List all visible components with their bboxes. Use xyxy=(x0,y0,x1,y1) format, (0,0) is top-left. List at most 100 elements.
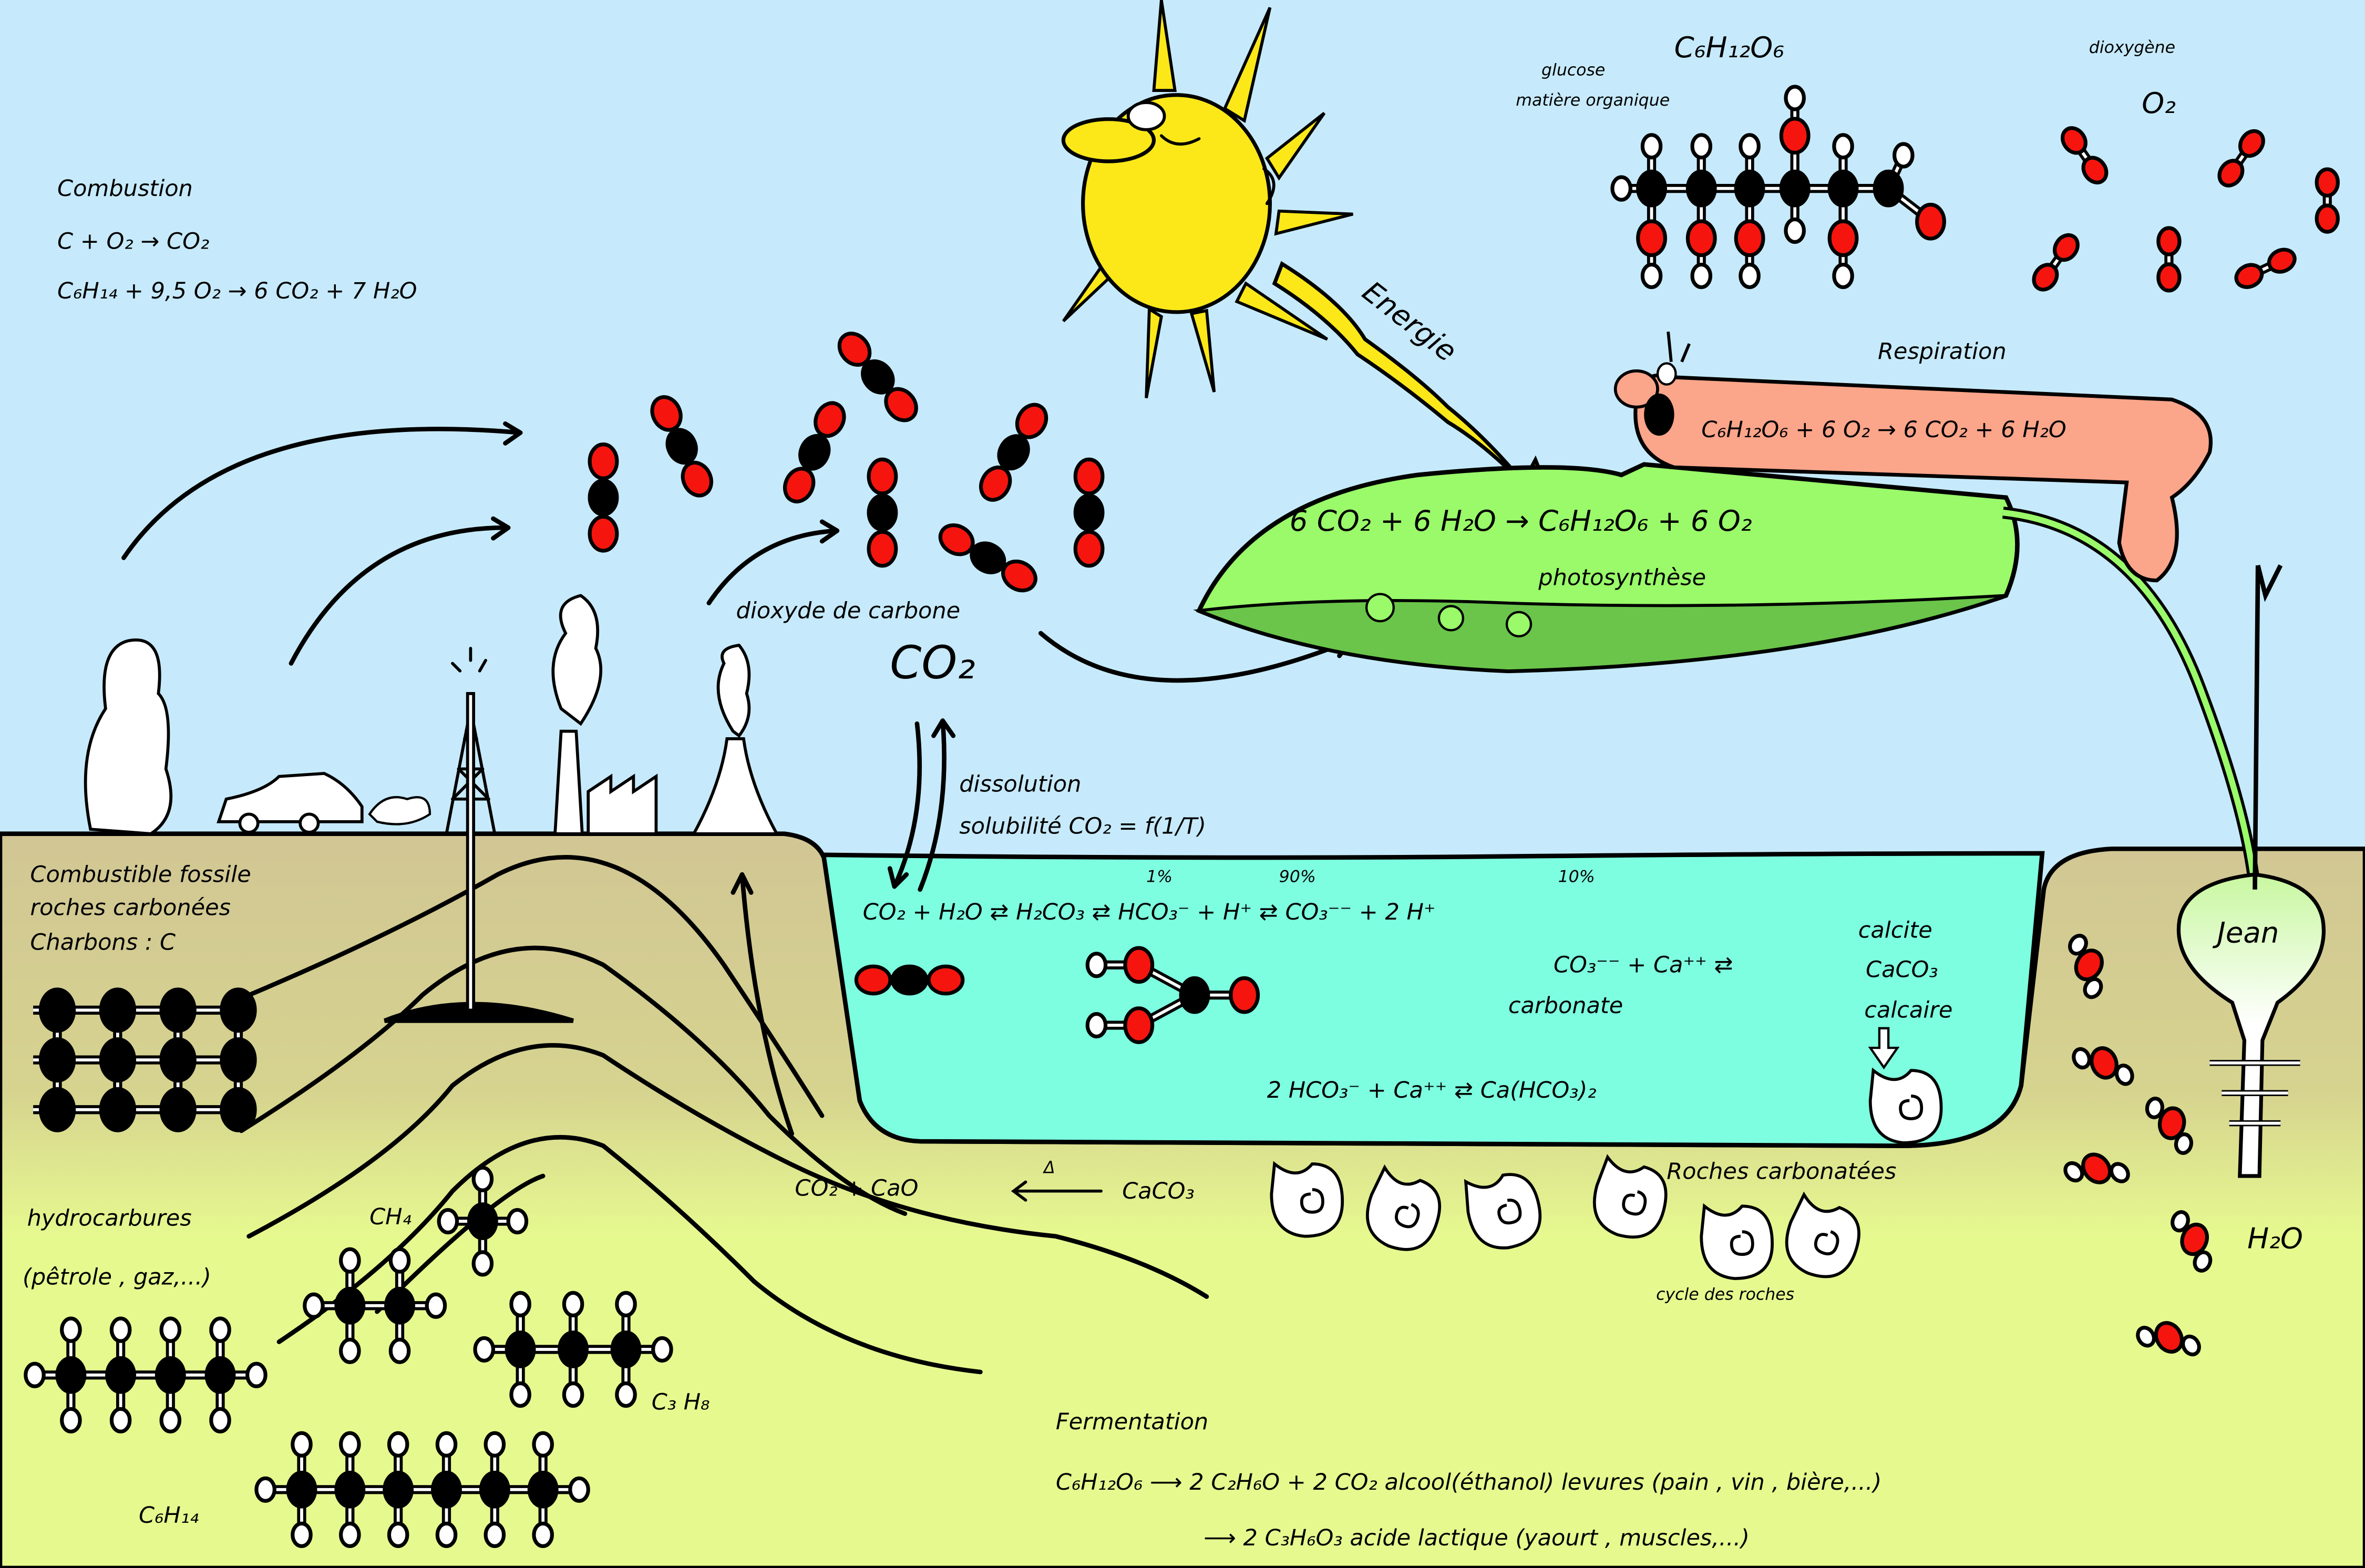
hydrocarbon-molecules xyxy=(24,1165,673,1548)
chloroplast xyxy=(1437,605,1464,632)
h2o-molecule xyxy=(2145,1097,2193,1155)
carbon-atom xyxy=(798,434,831,471)
co2-molecule xyxy=(938,523,1037,593)
hydrogen-atom xyxy=(435,1521,458,1548)
hydrogen-atom xyxy=(1690,133,1713,160)
hydrogen-atom xyxy=(1784,217,1806,244)
ch4-label: CH₄ xyxy=(369,1204,412,1230)
carbon-atom xyxy=(384,1286,415,1325)
oxygen-atom xyxy=(588,442,619,480)
oxygen-atom xyxy=(1229,976,1260,1014)
hydrogen-atom xyxy=(484,1431,506,1458)
hydrocarbons-line1: hydrocarbures xyxy=(27,1205,192,1232)
hydrogen-atom xyxy=(159,1316,182,1343)
caterpillar xyxy=(1613,331,2213,583)
oxygen-atom xyxy=(588,514,619,553)
oxygen-atom xyxy=(2180,1222,2209,1256)
carbon-atom xyxy=(1073,493,1105,532)
hydrogen-atom xyxy=(1085,1012,1108,1039)
hydrogen-atom xyxy=(1832,262,1854,290)
water-label: H₂O xyxy=(2247,1222,2303,1255)
shell-fossil xyxy=(1270,1161,1344,1238)
o2-molecule xyxy=(2234,247,2297,289)
oxygen-atom xyxy=(2060,126,2088,155)
hydrogen-atom xyxy=(471,1250,494,1277)
hydrogen-atom xyxy=(509,1291,531,1317)
chloroplast xyxy=(1365,593,1395,623)
carbon-atom xyxy=(38,987,76,1033)
hydrogen-atom xyxy=(1085,952,1108,978)
oil-derrick xyxy=(445,646,497,1012)
c6h14-label: C₆H₁₄ xyxy=(139,1502,199,1529)
carbon-atom xyxy=(997,434,1030,471)
hydrogen-atom xyxy=(615,1291,637,1317)
organic-matter-label: matière organique xyxy=(1516,91,1670,110)
hydrogen-atom xyxy=(2145,1097,2164,1119)
combustion-eq1: C + O₂ → CO₂ xyxy=(57,228,209,254)
oxygen-atom xyxy=(979,466,1012,502)
o2-molecules xyxy=(2032,126,2340,293)
h2o-molecule xyxy=(2068,934,2104,999)
carbon-atom xyxy=(38,1087,76,1132)
car xyxy=(217,772,431,834)
carbon-atom xyxy=(970,541,1006,574)
oxygen-atom xyxy=(1779,117,1811,155)
hydrogen-atom xyxy=(388,1337,411,1364)
carbon-atom xyxy=(1779,169,1811,208)
hydrogen-atom xyxy=(339,1521,361,1548)
hydrogen-atom xyxy=(562,1381,584,1408)
carbon-atom xyxy=(1636,169,1667,208)
carbon-atom xyxy=(861,359,895,395)
hydrogen-atom xyxy=(2109,1162,2130,1183)
hydrogen-atom xyxy=(2136,1326,2156,1348)
o2-molecule xyxy=(2032,233,2080,292)
shell-fossil xyxy=(1868,1067,1943,1144)
respiration-equation: C₆H₁₂O₆ + 6 O₂ → 6 CO₂ + 6 H₂O xyxy=(1701,417,2066,443)
carbon-atom xyxy=(890,964,929,996)
oxygen-atom xyxy=(783,467,816,503)
oxygen-label: dioxygène xyxy=(2089,38,2175,57)
fermentation-title: Fermentation xyxy=(1056,1409,1208,1435)
oxygen-atom xyxy=(2217,159,2245,188)
co2-molecule xyxy=(1073,457,1105,568)
oxygen-atom xyxy=(1001,559,1037,593)
calcination-reactant: CaCO₃ xyxy=(1122,1178,1195,1204)
carbon-atom xyxy=(505,1330,536,1368)
oxygen-atom xyxy=(2234,263,2264,289)
hydrogen-atom xyxy=(1739,133,1761,160)
c3h8-label: C₃ H₈ xyxy=(652,1389,710,1416)
oxygen-atom xyxy=(1915,202,1946,241)
fermentation-eq2: ⟶ 2 C₃H₆O₃ acide lactique (yaourt , musc… xyxy=(1204,1525,1750,1551)
hydrogen-atom xyxy=(109,1407,132,1433)
carbon-atom xyxy=(1179,976,1210,1014)
carbonate-rocks-label: Roches carbonatées xyxy=(1667,1159,1896,1185)
oil-reservoir xyxy=(384,1002,574,1023)
oxygen-atom xyxy=(2238,129,2265,158)
hydrogen-atom xyxy=(209,1316,231,1343)
co2-molecule xyxy=(837,332,918,422)
pct-co3: 10% xyxy=(1558,868,1595,886)
hydrogen-atom xyxy=(303,1292,325,1319)
carbon-atom xyxy=(588,478,619,517)
oxygen-atom xyxy=(2315,167,2340,198)
carbon-atom xyxy=(334,1470,366,1509)
oxygen-atom xyxy=(1734,219,1765,257)
oxygen-atom xyxy=(650,395,683,432)
fossil-line1: Combustible fossile xyxy=(30,862,251,888)
carbon-atom xyxy=(220,987,257,1033)
hydrogen-atom xyxy=(2083,977,2103,999)
shell-fossil xyxy=(1700,1203,1774,1280)
calcite-formula: CaCO₃ xyxy=(1866,956,1938,983)
alkane-molecule xyxy=(303,1247,447,1364)
oxygen-formula: O₂ xyxy=(2142,86,2176,120)
fossil-line2: roches carbonées xyxy=(30,895,231,921)
ocean-eq2: CO₃⁻⁻ + Ca⁺⁺ ⇄ xyxy=(1554,952,1733,978)
oxygen-atom xyxy=(1685,219,1717,257)
oxygen-atom xyxy=(2081,156,2109,184)
arrow-degassing xyxy=(739,872,795,1136)
o2-molecule xyxy=(2060,126,2109,184)
carbon-atom xyxy=(527,1470,559,1509)
oxygen-atom xyxy=(854,964,892,996)
delta-symbol: Δ xyxy=(1043,1158,1055,1177)
hydrogen-atom xyxy=(532,1431,554,1458)
